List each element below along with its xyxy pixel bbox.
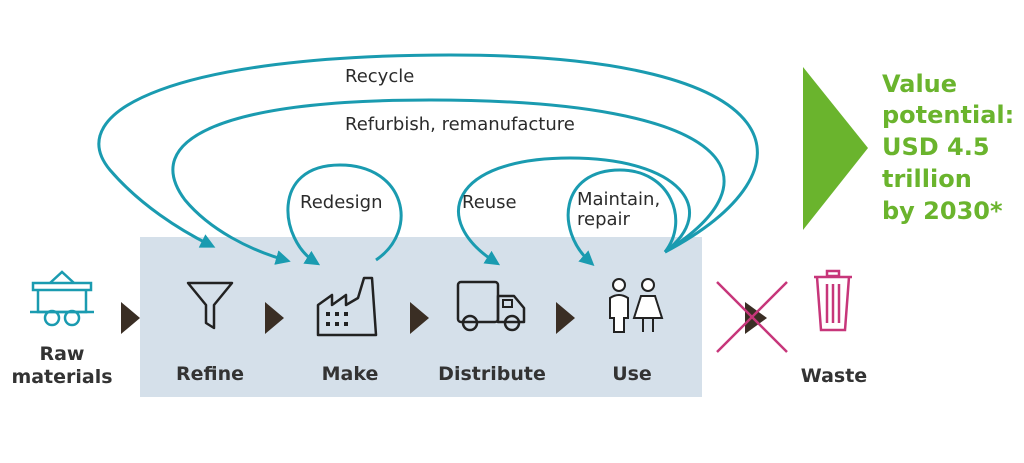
waste-label: Waste: [801, 365, 867, 387]
refine-label: Refine: [176, 363, 244, 385]
refurbish-label: Refurbish, remanufacture: [345, 114, 575, 135]
people-icon: [609, 278, 664, 333]
flow-arrow: [265, 302, 284, 334]
flow-arrow: [745, 302, 767, 334]
value-line: Value: [882, 70, 957, 98]
flow-arrow: [410, 302, 429, 334]
value-triangle: [803, 67, 868, 230]
recycle-arrow: [97, 53, 759, 254]
recycle-label: Recycle: [345, 66, 414, 87]
funnel-icon: [186, 281, 234, 330]
maintain-label-2: repair: [577, 209, 631, 230]
mine-cart-icon: [30, 270, 94, 327]
flow-arrow: [121, 302, 140, 334]
crossed-arrow-icon: [716, 281, 788, 353]
redesign-label: Redesign: [300, 192, 383, 213]
reuse-arrow: [457, 156, 691, 266]
flow-arrow: [556, 302, 575, 334]
redesign-arrow: [286, 163, 403, 266]
maintain-label-1: Maintain,: [577, 189, 660, 210]
value-line: potential:: [882, 101, 1014, 129]
maintain-arrow: [566, 168, 678, 267]
factory-icon: [316, 276, 378, 337]
make-label: Make: [322, 363, 379, 385]
raw-materials-label-1: Raw: [39, 343, 84, 365]
use-label: Use: [612, 363, 652, 385]
value-potential-text: Value potential: USD 4.5 trillion by 203…: [882, 70, 1014, 225]
flow-arrows: [121, 302, 767, 334]
reuse-label: Reuse: [462, 192, 517, 213]
value-line: trillion: [882, 165, 972, 193]
raw-materials-label-2: materials: [11, 366, 112, 388]
value-line: by 2030*: [882, 197, 1003, 225]
truck-icon: [456, 280, 526, 332]
distribute-label: Distribute: [438, 363, 546, 385]
refurbish-arrow: [171, 98, 726, 265]
trash-can-icon: [814, 269, 852, 332]
value-line: USD 4.5: [882, 133, 990, 161]
